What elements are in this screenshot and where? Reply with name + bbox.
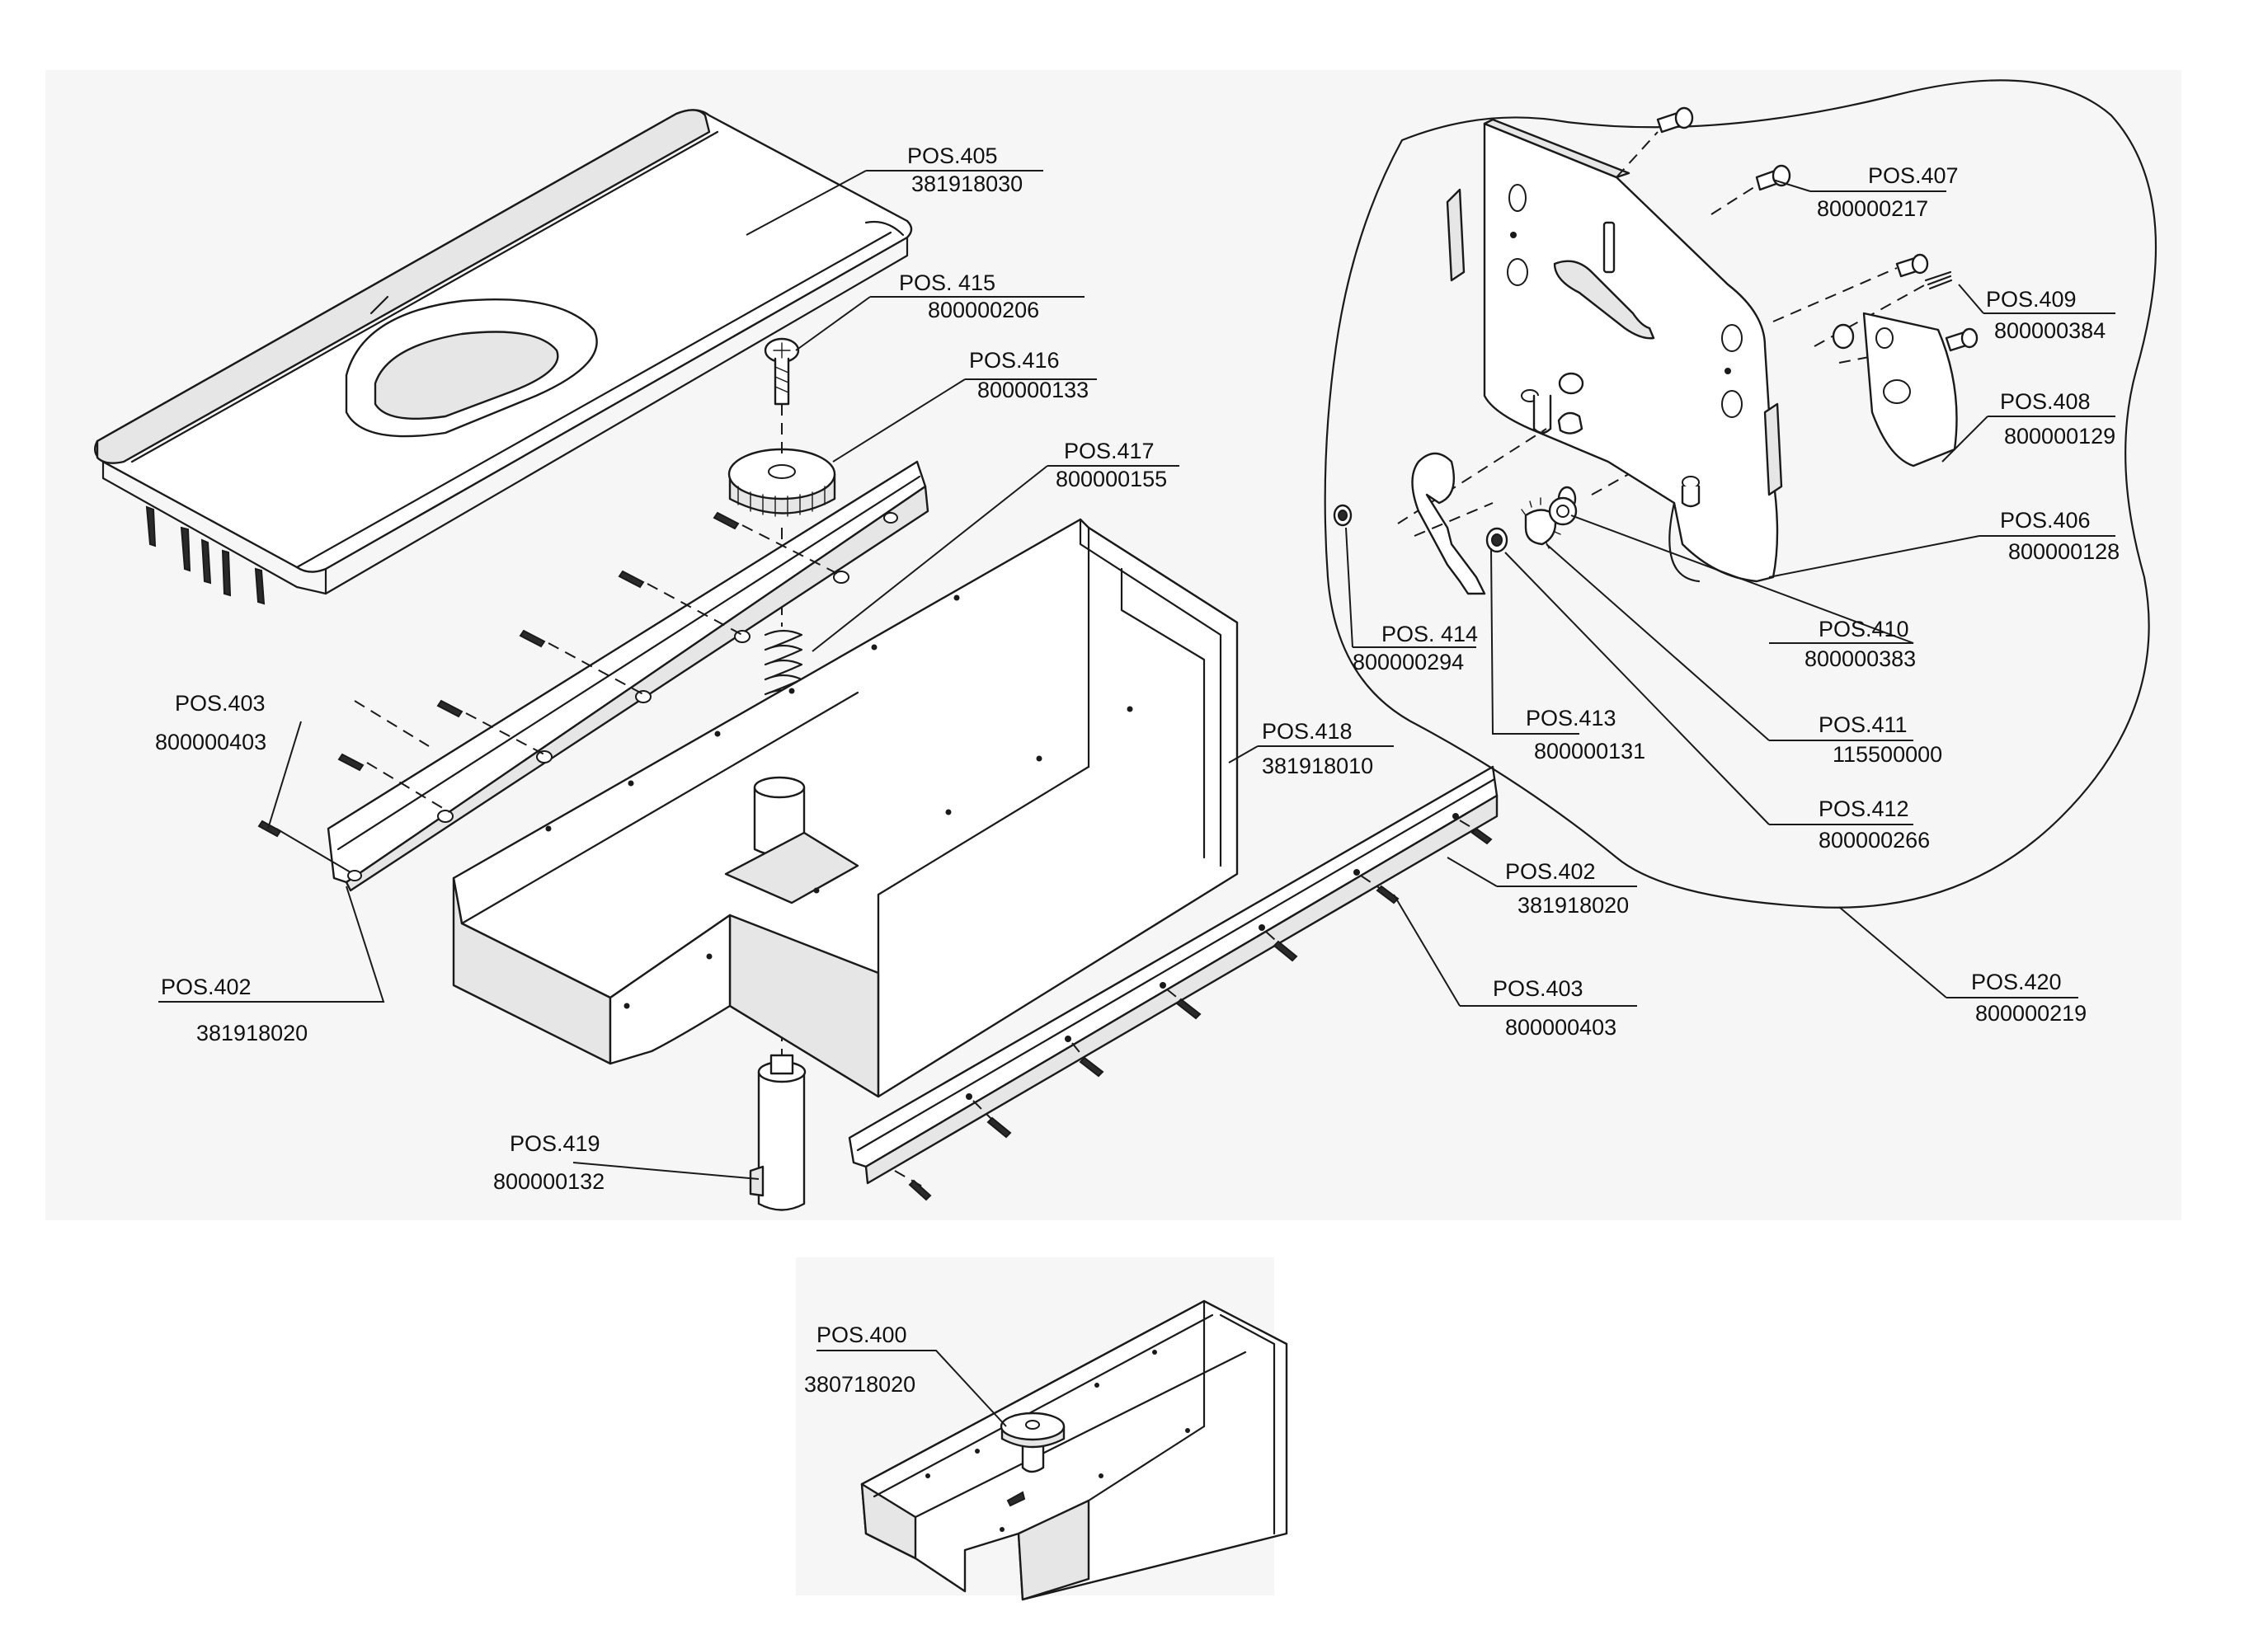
callout-pos405-label: POS.405 — [907, 143, 998, 168]
callout-pos413-part: 800000131 — [1534, 739, 1645, 763]
callout-pos403b-part: 800000403 — [1505, 1015, 1616, 1040]
cover-clips — [145, 505, 266, 605]
callout-pos410-part: 800000383 — [1805, 646, 1916, 671]
knob-screw-part — [764, 337, 800, 406]
bracket-assembly-outline — [1324, 79, 2157, 909]
callout-pos419-label: POS.419 — [510, 1131, 600, 1156]
callout-pos402a-part: 381918020 — [196, 1021, 308, 1045]
callout-pos400-part: 380718020 — [804, 1372, 915, 1397]
callout-pos402b-part: 381918020 — [1517, 893, 1629, 918]
callout-pos413-label: POS.413 — [1526, 706, 1616, 731]
water-tank-part — [452, 518, 1239, 1098]
callout-pos403a-label: POS.403 — [175, 691, 266, 716]
callout-pos409-part: 800000384 — [1994, 318, 2106, 343]
callout-pos416-label: POS.416 — [969, 348, 1060, 373]
adjusting-knob-part — [727, 448, 836, 517]
callout-pos405-part: 381918030 — [911, 171, 1023, 196]
callout-pos418-part: 381918010 — [1262, 754, 1373, 778]
callout-pos400-label: POS.400 — [816, 1322, 907, 1347]
top-cover-part — [94, 109, 913, 605]
callout-pos417-part: 800000155 — [1056, 467, 1167, 491]
callout-pos409-label: POS.409 — [1986, 287, 2077, 312]
callout-pos412-label: POS.412 — [1819, 796, 1909, 821]
callout-pos408-label: POS.408 — [2000, 389, 2091, 414]
callout-pos402a-label: POS.402 — [161, 975, 252, 999]
bracket-fasteners — [1333, 106, 1979, 595]
callout-pos414-part: 800000294 — [1353, 650, 1464, 674]
callout-pos415-part: 800000206 — [928, 298, 1039, 322]
right-rail-screws — [894, 820, 1493, 1201]
callout-leader-lines — [158, 170, 2115, 1427]
callout-pos420-part: 800000219 — [1975, 1001, 2087, 1026]
callout-pos407-label: POS.407 — [1868, 163, 1959, 188]
callout-pos414-label: POS. 414 — [1381, 622, 1478, 646]
callout-pos403a-part: 800000403 — [155, 730, 266, 754]
callout-pos412-part: 800000266 — [1819, 828, 1930, 853]
right-rail-part — [848, 765, 1499, 1185]
callout-pos402b-label: POS.402 — [1505, 859, 1596, 884]
left-rail-screws — [257, 511, 842, 873]
mounting-plate-part — [1446, 118, 1783, 583]
callout-pos411-part: 115500000 — [1833, 742, 1942, 767]
tank-rivets — [545, 594, 1133, 1009]
callout-pos417-label: POS.417 — [1064, 439, 1155, 463]
float-post-part — [749, 1054, 807, 1211]
spring-part — [764, 629, 803, 696]
callout-pos420-label: POS.420 — [1971, 970, 2062, 994]
left-rail-part — [327, 460, 929, 892]
callout-pos406-part: 800000128 — [2008, 539, 2120, 564]
callout-pos416-part: 800000133 — [977, 378, 1089, 402]
callout-pos410-label: POS.410 — [1819, 617, 1909, 641]
callout-pos403b-label: POS.403 — [1493, 976, 1583, 1001]
callout-labels: POS.405 381918030 POS. 415 800000206 POS… — [155, 143, 2120, 1397]
callout-pos418-label: POS.418 — [1262, 719, 1353, 744]
callout-pos411-label: POS.411 — [1819, 712, 1908, 737]
callout-pos415-label: POS. 415 — [899, 270, 995, 295]
callout-pos406-label: POS.406 — [2000, 508, 2091, 533]
complete-assembly-inset — [860, 1299, 1288, 1601]
callout-pos408-part: 800000129 — [2004, 424, 2115, 449]
callout-pos419-part: 800000132 — [493, 1169, 605, 1194]
callout-pos407-part: 800000217 — [1817, 196, 1928, 221]
